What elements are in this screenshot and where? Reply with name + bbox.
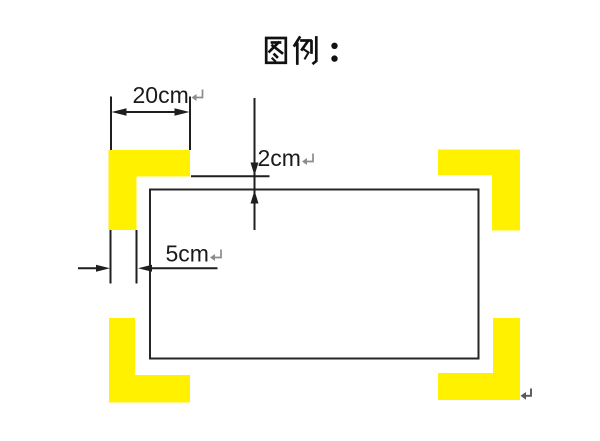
svg-text:20cm: 20cm	[133, 82, 189, 108]
svg-text:5cm: 5cm	[166, 241, 209, 267]
svg-text:2cm: 2cm	[258, 145, 301, 171]
